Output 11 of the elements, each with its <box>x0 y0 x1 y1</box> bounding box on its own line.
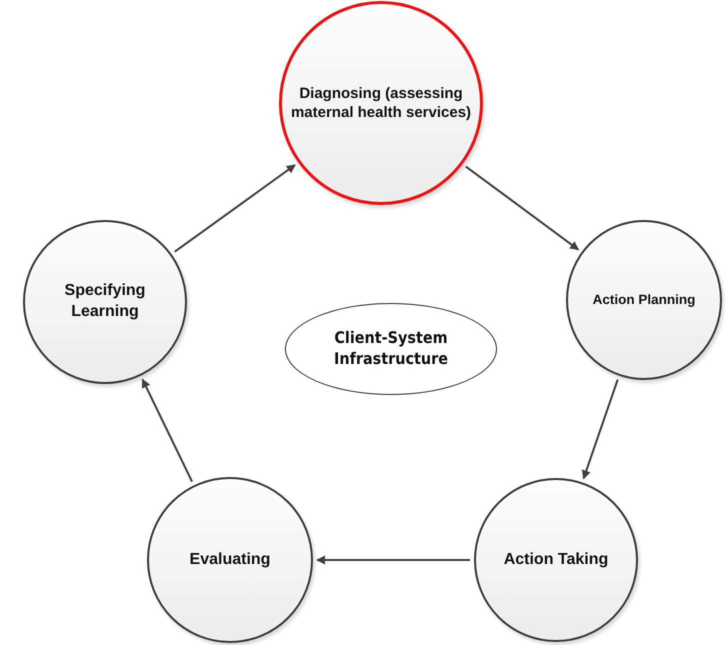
node-label: Client-System Infrastructure <box>332 328 449 370</box>
node-label: Action Taking <box>504 550 608 570</box>
arrow <box>316 556 470 564</box>
arrow <box>465 166 580 250</box>
arrow <box>582 379 619 480</box>
arrow <box>174 164 296 253</box>
node-label: Action Planning <box>592 291 696 309</box>
arrow <box>142 378 193 482</box>
node-label: Specifying Learning <box>64 281 146 322</box>
node-label: Evaluating <box>190 550 270 570</box>
node-label: Diagnosing (assessing maternal health services) <box>290 84 472 122</box>
